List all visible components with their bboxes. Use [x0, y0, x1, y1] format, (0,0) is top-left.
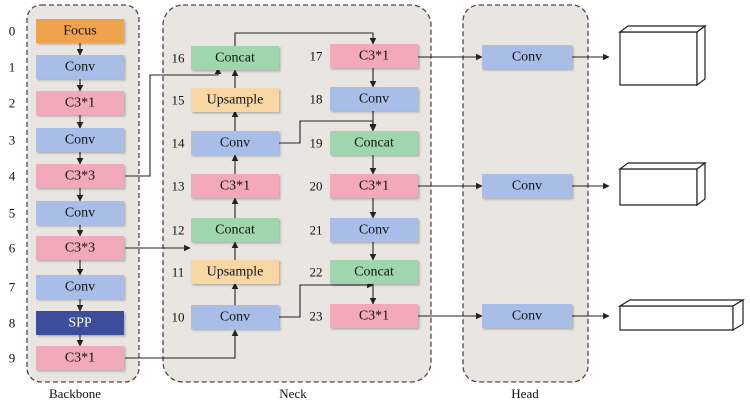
node-concat-16: 16 Concat	[172, 46, 279, 70]
svg-text:1: 1	[9, 60, 16, 75]
svg-text:19: 19	[310, 136, 323, 151]
svg-text:Conv: Conv	[65, 280, 95, 295]
node-concat-22: 22 Concat	[310, 260, 418, 284]
svg-text:3: 3	[9, 133, 16, 148]
svg-text:C3*1: C3*1	[359, 179, 389, 194]
svg-text:Upsample: Upsample	[207, 265, 264, 280]
node-upsample-11: 11 Upsample	[172, 260, 279, 284]
svg-text:Focus: Focus	[63, 24, 96, 39]
svg-text:6: 6	[9, 241, 16, 256]
svg-text:C3*1: C3*1	[65, 96, 95, 111]
svg-text:Upsample: Upsample	[207, 93, 264, 108]
node-conv-7: 7 Conv	[9, 275, 124, 299]
edges	[76, 32, 610, 359]
node-head-conv-3: Conv	[482, 304, 572, 328]
svg-text:Conv: Conv	[220, 310, 250, 325]
svg-text:C3*1: C3*1	[359, 309, 389, 324]
svg-text:17: 17	[310, 49, 324, 64]
svg-text:Conv: Conv	[220, 136, 250, 151]
svg-text:12: 12	[172, 223, 185, 238]
svg-text:C3*1: C3*1	[65, 351, 95, 366]
svg-text:10: 10	[172, 310, 185, 325]
svg-text:Conv: Conv	[512, 309, 542, 324]
node-c3-23: 23 C3*1	[310, 304, 418, 328]
svg-text:23: 23	[310, 309, 323, 324]
node-upsample-15: 15 Upsample	[172, 88, 279, 112]
node-head-conv-1: Conv	[482, 45, 572, 69]
output-box-small	[617, 298, 746, 332]
node-conv-21: 21 Conv	[310, 218, 418, 242]
svg-text:Conv: Conv	[65, 206, 95, 221]
svg-text:4: 4	[9, 169, 16, 184]
svg-text:20: 20	[310, 179, 323, 194]
svg-text:Conv: Conv	[512, 50, 542, 65]
output-box-large	[618, 24, 707, 87]
edge-4-16	[125, 67, 222, 177]
output-box-medium	[618, 161, 707, 207]
svg-text:21: 21	[310, 223, 323, 238]
svg-text:Concat: Concat	[215, 223, 255, 238]
svg-text:Concat: Concat	[354, 136, 394, 151]
svg-text:Concat: Concat	[215, 51, 255, 66]
svg-text:C3*1: C3*1	[220, 179, 250, 194]
backbone-label: Backbone	[49, 386, 101, 401]
node-conv-5: 5 Conv	[9, 201, 124, 225]
svg-text:C3*1: C3*1	[359, 49, 389, 64]
edge-10-22	[278, 281, 374, 318]
svg-text:5: 5	[9, 206, 16, 221]
node-concat-19: 19 Concat	[310, 131, 418, 155]
svg-text:13: 13	[172, 179, 185, 194]
node-c3-9: 9 C3*1	[9, 346, 124, 370]
node-concat-12: 12 Concat	[172, 218, 279, 242]
node-c3-20: 20 C3*1	[310, 174, 418, 198]
svg-text:C3*3: C3*3	[65, 169, 95, 184]
node-c3-2: 2 C3*1	[9, 91, 124, 115]
svg-text:15: 15	[172, 93, 185, 108]
node-focus: 0 Focus	[9, 19, 124, 43]
head-label: Head	[511, 386, 539, 401]
neck-label: Neck	[279, 386, 307, 401]
svg-text:Conv: Conv	[65, 133, 95, 148]
svg-text:C3*3: C3*3	[65, 241, 95, 256]
node-conv-10: 10 Conv	[172, 305, 279, 329]
svg-text:8: 8	[9, 316, 16, 331]
svg-text:7: 7	[9, 280, 16, 295]
nodes: 0 Focus 1 Conv 2 C3*1 3 Conv 4 C3*3 5 Co…	[9, 19, 572, 370]
svg-text:9: 9	[9, 351, 16, 366]
node-conv-18: 18 Conv	[310, 87, 418, 111]
svg-text:Concat: Concat	[354, 265, 394, 280]
svg-text:Conv: Conv	[359, 92, 389, 107]
svg-text:11: 11	[172, 265, 185, 280]
svg-text:Conv: Conv	[359, 223, 389, 238]
node-c3-6: 6 C3*3	[9, 236, 124, 260]
node-conv-14: 14 Conv	[172, 131, 279, 155]
node-conv-1: 1 Conv	[9, 55, 124, 79]
svg-text:2: 2	[9, 96, 16, 111]
node-conv-3: 3 Conv	[9, 128, 124, 152]
edge-9-10	[125, 329, 239, 359]
svg-text:22: 22	[310, 265, 323, 280]
svg-text:Conv: Conv	[512, 179, 542, 194]
svg-text:14: 14	[172, 136, 186, 151]
node-head-conv-2: Conv	[482, 174, 572, 198]
node-spp: 8 SPP	[9, 311, 124, 335]
node-c3-4: 4 C3*3	[9, 164, 124, 188]
svg-text:0: 0	[9, 24, 16, 39]
svg-text:Conv: Conv	[65, 60, 95, 75]
svg-text:18: 18	[310, 92, 323, 107]
svg-text:SPP: SPP	[68, 316, 92, 331]
edge-16-17	[234, 32, 377, 46]
node-c3-17: 17 C3*1	[310, 44, 418, 68]
svg-text:16: 16	[172, 51, 186, 66]
node-c3-13: 13 C3*1	[172, 174, 279, 198]
